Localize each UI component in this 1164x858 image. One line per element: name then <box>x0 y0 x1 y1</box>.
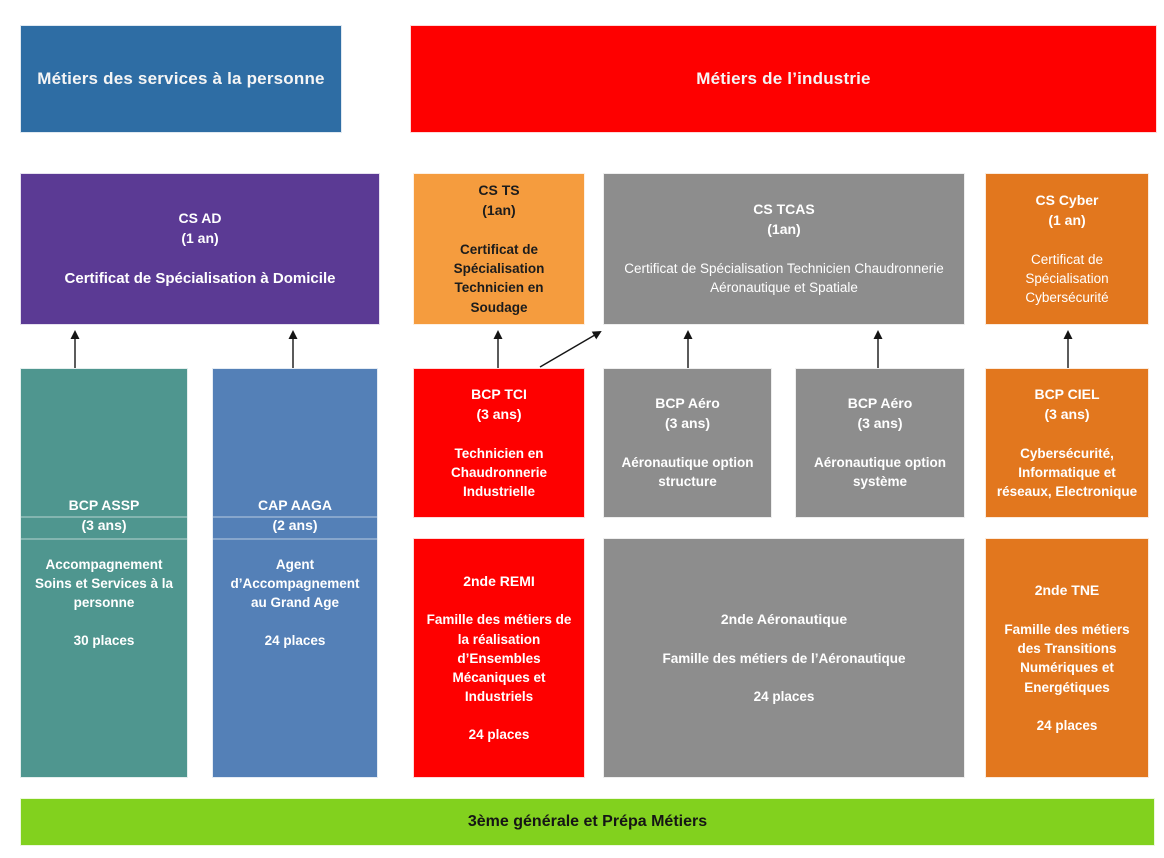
header-metiers-services: Métiers des services à la personne <box>20 25 342 133</box>
box-cs-ts-body: Certificat de Spécialisation Technicien … <box>453 242 545 315</box>
box-cs-tcas-title: CS TCAS <box>753 201 815 218</box>
box-bcp-ciel: BCP CIEL (3 ans) Cybersécurité, Informat… <box>985 368 1149 518</box>
header-metiers-industrie: Métiers de l’industrie <box>410 25 1157 133</box>
box-bcp-aero-structure-duration: (3 ans) <box>664 415 711 432</box>
box-bcp-aero-structure-title: BCP Aéro <box>655 395 720 412</box>
box-cs-ts-title: CS TS <box>478 182 520 199</box>
box-cap-aaga: CAP AAGA (2 ans) Agent d’Accompagnement … <box>212 368 378 778</box>
box-bcp-assp-places: 30 places <box>73 633 135 649</box>
footer-label: 3ème générale et Prépa Métiers <box>467 813 708 830</box>
box-2nde-aeronautique-places: 24 places <box>753 688 815 704</box>
box-bcp-assp-body: Accompagnement Soins et Services à la pe… <box>34 556 174 610</box>
box-cs-ad-body: Certificat de Spécialisation à Domicile <box>64 269 336 287</box>
box-cs-cyber-duration: (1 an) <box>1048 211 1086 228</box>
box-cap-aaga-body: Agent d’Accompagnement au Grand Age <box>230 556 360 610</box>
box-bcp-ciel-title: BCP CIEL <box>1034 385 1100 402</box>
box-bcp-assp-duration: (3 ans) <box>81 516 127 533</box>
box-2nde-aeronautique-title: 2nde Aéronautique <box>720 610 848 627</box>
box-cs-ad-duration: (1 an) <box>181 229 219 246</box>
box-2nde-remi-title: 2nde REMI <box>463 572 535 589</box>
box-bcp-tci-duration: (3 ans) <box>476 405 522 422</box>
box-cs-tcas-duration: (1an) <box>767 221 801 238</box>
box-cs-tcas-body: Certificat de Spécialisation Technicien … <box>624 261 944 296</box>
box-2nde-tne-title: 2nde TNE <box>1034 582 1100 599</box>
header-industrie-label: Métiers de l’industrie <box>696 69 871 88</box>
box-cap-aaga-duration: (2 ans) <box>272 516 318 533</box>
box-bcp-aero-structure: BCP Aéro (3 ans) Aéronautique option str… <box>603 368 772 518</box>
box-cs-ts-duration: (1an) <box>482 202 516 219</box>
footer-3eme-bar: 3ème générale et Prépa Métiers <box>20 798 1155 846</box>
box-bcp-tci-body: Technicien en Chaudronnerie Industrielle <box>450 445 547 499</box>
box-2nde-remi-places: 24 places <box>468 727 530 743</box>
arrow-bcp-tci-to-cs-tcas <box>539 330 602 368</box>
box-2nde-tne-body: Famille des métiers des Transitions Numé… <box>1004 622 1130 695</box>
box-2nde-remi: 2nde REMI Famille des métiers de la réal… <box>413 538 585 778</box>
box-2nde-aeronautique: 2nde Aéronautique Famille des métiers de… <box>603 538 965 778</box>
box-cs-ad-title: CS AD <box>178 209 222 226</box>
box-cs-cyber: CS Cyber (1 an) Certificat de Spécialisa… <box>985 173 1149 325</box>
divider <box>213 538 377 540</box>
box-cs-cyber-body: Certificat de Spécialisation Cybersécuri… <box>1025 251 1109 305</box>
box-cs-tcas: CS TCAS (1an) Certificat de Spécialisati… <box>603 173 965 325</box>
box-2nde-aeronautique-body: Famille des métiers de l’Aéronautique <box>662 650 906 666</box>
header-services-label: Métiers des services à la personne <box>37 69 325 88</box>
box-bcp-ciel-body: Cybersécurité, Informatique et réseaux, … <box>996 445 1138 499</box>
box-bcp-aero-systeme: BCP Aéro (3 ans) Aéronautique option sys… <box>795 368 965 518</box>
box-cs-ts: CS TS (1an) Certificat de Spécialisation… <box>413 173 585 325</box>
box-bcp-aero-systeme-title: BCP Aéro <box>847 395 913 412</box>
divider <box>21 516 187 518</box>
box-bcp-tci-title: BCP TCI <box>471 385 527 402</box>
box-2nde-tne: 2nde TNE Famille des métiers des Transit… <box>985 538 1149 778</box>
box-bcp-assp-title: BCP ASSP <box>68 496 140 513</box>
box-2nde-remi-body: Famille des métiers de la réalisation d’… <box>426 612 572 705</box>
box-2nde-tne-places: 24 places <box>1036 717 1098 733</box>
box-bcp-aero-systeme-body: Aéronautique option système <box>814 455 946 490</box>
box-bcp-ciel-duration: (3 ans) <box>1044 405 1090 422</box>
box-bcp-assp: BCP ASSP (3 ans) Accompagnement Soins et… <box>20 368 188 778</box>
box-bcp-tci: BCP TCI (3 ans) Technicien en Chaudronne… <box>413 368 585 518</box>
box-cs-ad: CS AD (1 an) Certificat de Spécialisatio… <box>20 173 380 325</box>
divider <box>213 516 377 518</box>
box-bcp-aero-structure-body: Aéronautique option structure <box>621 455 754 490</box>
divider <box>21 538 187 540</box>
box-cap-aaga-title: CAP AAGA <box>258 496 332 513</box>
box-cs-cyber-title: CS Cyber <box>1035 191 1099 208</box>
box-cap-aaga-places: 24 places <box>264 633 326 649</box>
box-bcp-aero-systeme-duration: (3 ans) <box>857 415 903 432</box>
